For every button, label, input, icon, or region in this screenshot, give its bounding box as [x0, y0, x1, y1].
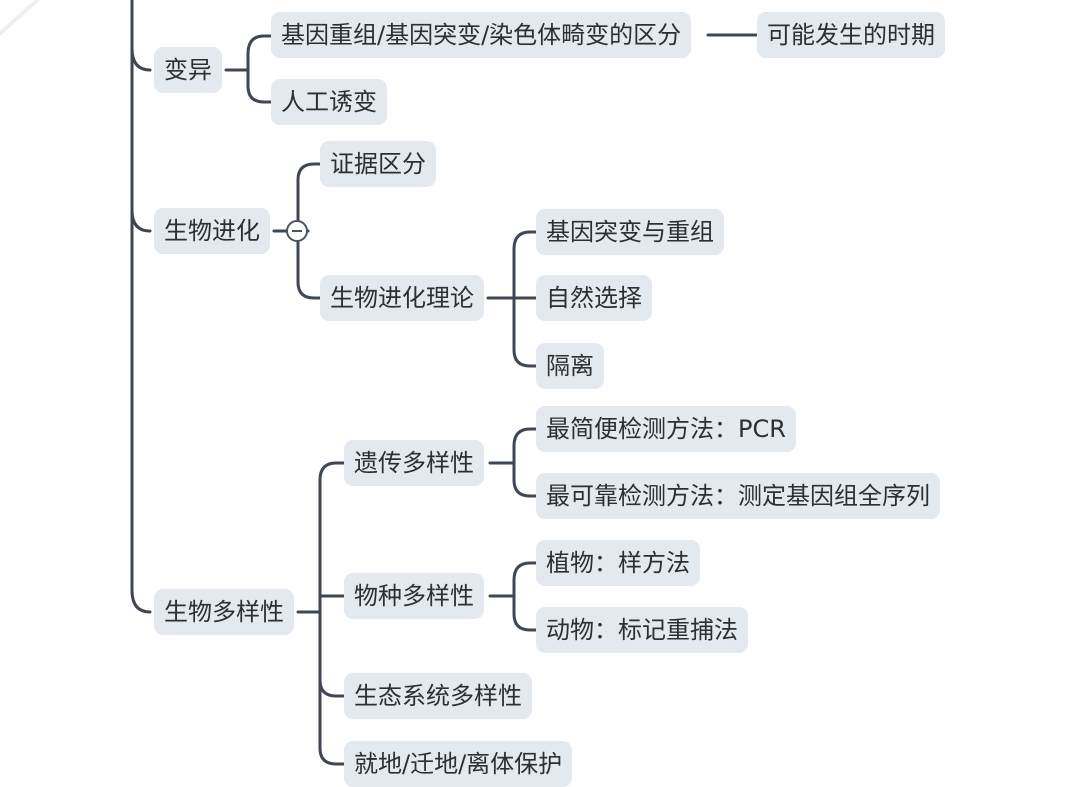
- node-simplest-method[interactable]: 最简便检测方法：PCR: [536, 406, 796, 452]
- genetic-to-simplest: [512, 427, 538, 448]
- node-variation[interactable]: 变异: [154, 47, 222, 93]
- node-evolution[interactable]: 生物进化: [154, 208, 270, 254]
- node-reliable-method[interactable]: 最可靠检测方法：测定基因组全序列: [536, 473, 940, 519]
- node-possible-period[interactable]: 可能发生的时期: [757, 12, 945, 58]
- node-animals-method[interactable]: 动物：标记重捕法: [536, 607, 748, 653]
- node-biodiversity[interactable]: 生物多样性: [154, 589, 294, 635]
- variation-to-artificial: [246, 84, 273, 104]
- variation-to-distinction: [246, 34, 273, 56]
- collapse-icon[interactable]: [286, 220, 308, 242]
- node-protection[interactable]: 就地/迁地/离体保护: [344, 741, 573, 787]
- trunk-to-variation: [130, 46, 152, 72]
- node-evidence[interactable]: 证据区分: [320, 141, 436, 187]
- node-species-diversity[interactable]: 物种多样性: [344, 573, 484, 619]
- genetic-to-reliable: [512, 478, 538, 498]
- node-artificial-mutagenesis[interactable]: 人工诱变: [271, 79, 387, 125]
- trunk-to-evolution: [130, 208, 152, 233]
- biodiversity-to-ecosystem: [318, 678, 346, 698]
- node-variation-distinction[interactable]: 基因重组/基因突变/染色体畸变的区分: [271, 12, 692, 58]
- node-ecosystem-diversity[interactable]: 生态系统多样性: [344, 673, 532, 719]
- evolution-to-theory: [296, 280, 322, 300]
- theory-to-isolation: [512, 348, 538, 368]
- node-plants-method[interactable]: 植物：样方法: [536, 540, 700, 586]
- node-evolution-theory[interactable]: 生物进化理论: [320, 275, 484, 321]
- trunk-line: [130, 0, 152, 614]
- node-natural-selection[interactable]: 自然选择: [536, 275, 652, 321]
- biodiversity-to-genetic: [318, 461, 346, 482]
- node-genetic-diversity[interactable]: 遗传多样性: [344, 440, 484, 486]
- evolution-to-evidence: [296, 162, 322, 182]
- species-to-plants: [512, 561, 538, 582]
- biodiversity-to-protection: [318, 746, 346, 766]
- theory-to-mutation: [512, 230, 538, 251]
- node-isolation[interactable]: 隔离: [536, 343, 604, 389]
- node-mutation-recombination[interactable]: 基因突变与重组: [536, 209, 724, 255]
- species-to-animals: [512, 612, 538, 632]
